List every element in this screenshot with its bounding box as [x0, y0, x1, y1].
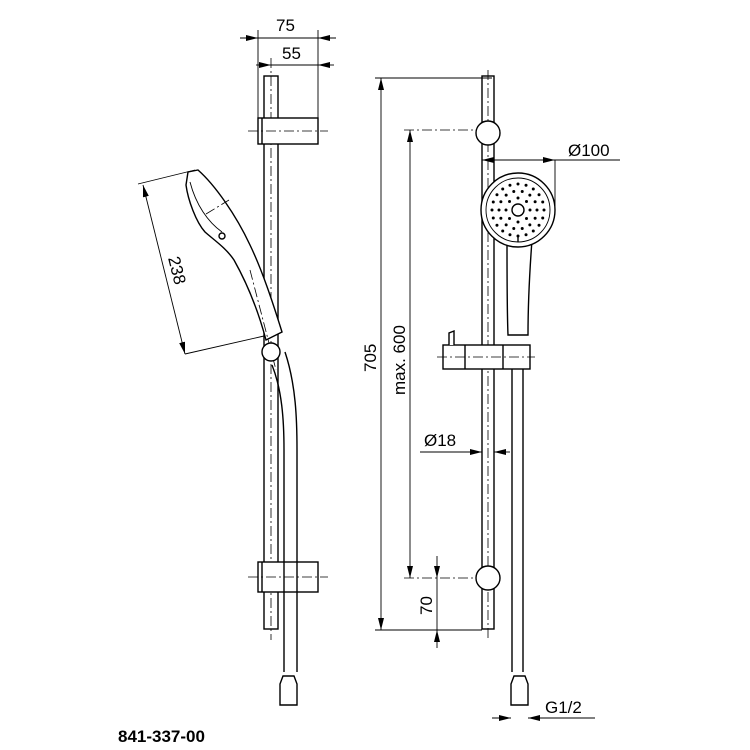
nozzle	[495, 223, 499, 227]
nozzle	[516, 196, 520, 200]
nozzle	[508, 216, 512, 220]
nozzle	[537, 223, 541, 227]
nozzle	[528, 208, 532, 212]
spray-nozzles	[490, 182, 546, 238]
bottom-bracket-front	[475, 565, 501, 591]
nozzle	[528, 193, 532, 197]
nozzle	[537, 193, 541, 197]
top-wall-bracket	[248, 117, 328, 145]
nozzle	[542, 208, 546, 212]
slider-front	[437, 329, 535, 370]
hose	[271, 351, 298, 672]
nozzle	[490, 208, 494, 212]
nozzle	[508, 183, 512, 187]
nozzle	[524, 183, 528, 187]
part-number: 841-337-00	[118, 727, 205, 746]
nozzle	[533, 200, 537, 204]
nozzle	[520, 227, 524, 231]
dimension-label-75: 75	[276, 16, 295, 35]
side-view	[185, 58, 328, 706]
dimension-label-max-600: max. 600	[390, 325, 409, 395]
nozzle	[535, 208, 539, 212]
nozzle	[504, 223, 508, 227]
dimension-diameter-100: Ø100	[482, 141, 620, 210]
nozzle	[528, 223, 532, 227]
hose-connector	[279, 675, 298, 706]
nozzle	[541, 200, 545, 204]
front-view	[437, 70, 556, 706]
nozzle	[520, 189, 524, 193]
nozzle	[501, 229, 505, 233]
dimension-max-600: max. 600	[390, 129, 476, 579]
hand-shower-front	[480, 172, 556, 336]
dimension-55: 55	[256, 44, 334, 68]
hose-front	[511, 369, 524, 672]
nozzle	[499, 216, 503, 220]
hand-shower-side	[185, 169, 283, 371]
dimension-75: 75	[240, 16, 336, 118]
hose-connector-front	[510, 675, 529, 706]
dimension-label-diameter-18: Ø18	[424, 431, 456, 450]
dimension-diameter-18: Ø18	[420, 431, 510, 455]
top-bracket-front	[475, 120, 501, 146]
dimension-label-55: 55	[282, 44, 301, 63]
nozzle	[508, 200, 512, 204]
nozzle	[533, 216, 537, 220]
nozzle	[512, 227, 516, 231]
nozzle	[497, 208, 501, 212]
nozzle	[504, 193, 508, 197]
nozzle	[499, 200, 503, 204]
nozzle	[512, 189, 516, 193]
nozzle	[508, 233, 512, 237]
nozzle	[516, 182, 520, 186]
nozzle	[524, 200, 528, 204]
dimension-label-238: 238	[164, 254, 189, 286]
dimension-705: 705	[361, 77, 492, 631]
nozzle	[491, 216, 495, 220]
nozzle	[541, 216, 545, 220]
dimension-label-thread: G1/2	[545, 698, 582, 717]
nozzle	[524, 233, 528, 237]
nozzle	[516, 220, 520, 224]
nozzle	[491, 200, 495, 204]
nozzle	[531, 187, 535, 191]
dimension-label-705: 705	[361, 344, 380, 372]
nozzle	[501, 187, 505, 191]
dimension-70: 70	[417, 556, 440, 648]
bottom-wall-bracket	[248, 561, 328, 593]
nozzle	[504, 208, 508, 212]
nozzle	[495, 193, 499, 197]
dimension-thread: G1/2	[492, 698, 595, 721]
dimension-label-diameter-100: Ø100	[568, 141, 610, 160]
nozzle	[531, 229, 535, 233]
nozzle	[524, 216, 528, 220]
dimension-label-70: 70	[417, 596, 436, 615]
